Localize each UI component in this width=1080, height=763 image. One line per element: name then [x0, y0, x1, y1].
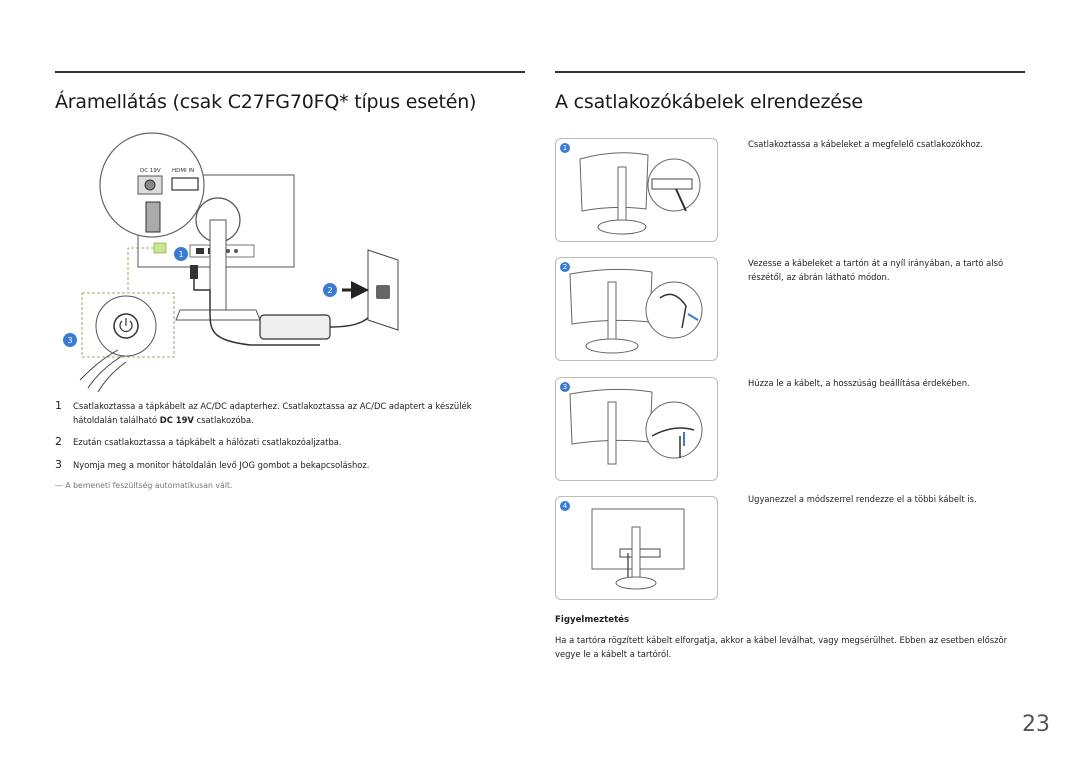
step-text: Nyomja meg a monitor hátoldalán levő JOG…	[73, 460, 370, 470]
svg-text:3: 3	[67, 336, 72, 345]
cable-illustration-3	[569, 388, 703, 465]
hdmi-port-label: HDMI IN	[172, 168, 194, 174]
left-section-title: Áramellátás (csak C27FG70FQ* típus eseté…	[55, 91, 477, 113]
power-connection-illustration: DC 19V HDMI IN 1 2 3	[63, 132, 399, 393]
step-number: 1	[55, 399, 62, 412]
monitor-stand	[209, 219, 227, 311]
panel-2-text: Vezesse a kábeleket a tartón át a nyíl i…	[748, 258, 1004, 282]
dc-port-label: DC 19V	[140, 168, 161, 174]
svg-text:2: 2	[327, 286, 332, 295]
panel-3-text: Húzza le a kábelt, a hosszúság beállítás…	[748, 378, 970, 388]
step-number: 2	[55, 435, 62, 448]
cable-illustration-1	[579, 152, 701, 235]
panel-number: 1	[560, 143, 570, 153]
warning-text: Ha a tartóra rögzített kábelt elforgatja…	[555, 635, 1008, 659]
cable-panel-4: 4	[555, 496, 718, 600]
ac-dc-adapter	[259, 314, 331, 340]
cable-illustration-4	[591, 508, 685, 590]
callout-2	[323, 283, 337, 297]
page-number: 23	[1022, 712, 1050, 737]
panel-4-text: Ugyanezzel a módszerrel rendezze el a tö…	[748, 494, 977, 504]
right-section-title: A csatlakozókábelek elrendezése	[555, 91, 863, 113]
cable-panel-3: 3	[555, 377, 718, 481]
warning-title: Figyelmeztetés	[555, 615, 630, 625]
step-number: 3	[55, 458, 62, 471]
panel-1-text: Csatlakoztassa a kábeleket a megfelelő c…	[748, 139, 983, 149]
panel-number: 2	[560, 262, 570, 272]
cable-panel-2: 2	[555, 257, 718, 361]
right-header-rule	[555, 71, 1025, 73]
cable-illustration-2	[569, 268, 703, 354]
svg-text:1: 1	[178, 250, 183, 259]
callout-3	[63, 333, 77, 347]
panel-number: 3	[560, 382, 570, 392]
panel-number: 4	[560, 501, 570, 511]
cable-panel-1: 1	[555, 138, 718, 242]
step-text: Ezután csatlakoztassa a tápkábelt a háló…	[73, 437, 342, 447]
callout-1	[174, 247, 188, 261]
left-header-rule	[55, 71, 525, 73]
voltage-note: ― A bemeneti feszültség automatikusan vá…	[55, 481, 233, 490]
step-text: Csatlakoztassa a tápkábelt az AC/DC adap…	[73, 401, 472, 425]
